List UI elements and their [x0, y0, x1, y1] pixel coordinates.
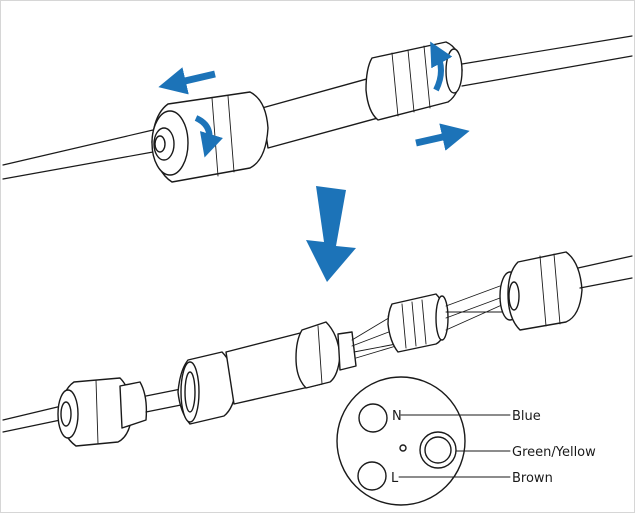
cable-right [461, 35, 633, 87]
right-nut [365, 41, 463, 121]
terminal-diagram: N L Blue Green/Yellow Brown [336, 376, 596, 506]
rotate-icon [194, 115, 223, 158]
wire-label-brown: Brown [512, 471, 553, 486]
rotate-icon [430, 41, 453, 92]
middle-nut [177, 351, 237, 425]
step-1-connector [2, 35, 633, 183]
pin-earth-inner [424, 436, 452, 464]
right-gland [499, 251, 583, 331]
wire-label-green-yellow: Green/Yellow [512, 445, 596, 460]
terminal-block [387, 293, 449, 353]
pin-l [357, 461, 387, 491]
arrow-right-icon [415, 123, 470, 151]
wires-right [445, 285, 505, 331]
wire-label-blue: Blue [512, 409, 541, 424]
pin-n [358, 403, 388, 433]
cable-right-lower [577, 255, 633, 289]
pin-earth-small [399, 444, 407, 452]
arrow-left-icon [158, 67, 216, 95]
sleeve-nut [295, 321, 357, 389]
left-gland [57, 377, 148, 447]
arrow-down-icon [306, 186, 356, 282]
cable-left [2, 129, 154, 180]
pin-label-n: N [392, 409, 402, 424]
pin-label-l: L [391, 471, 399, 486]
step-2-connector [2, 251, 633, 447]
